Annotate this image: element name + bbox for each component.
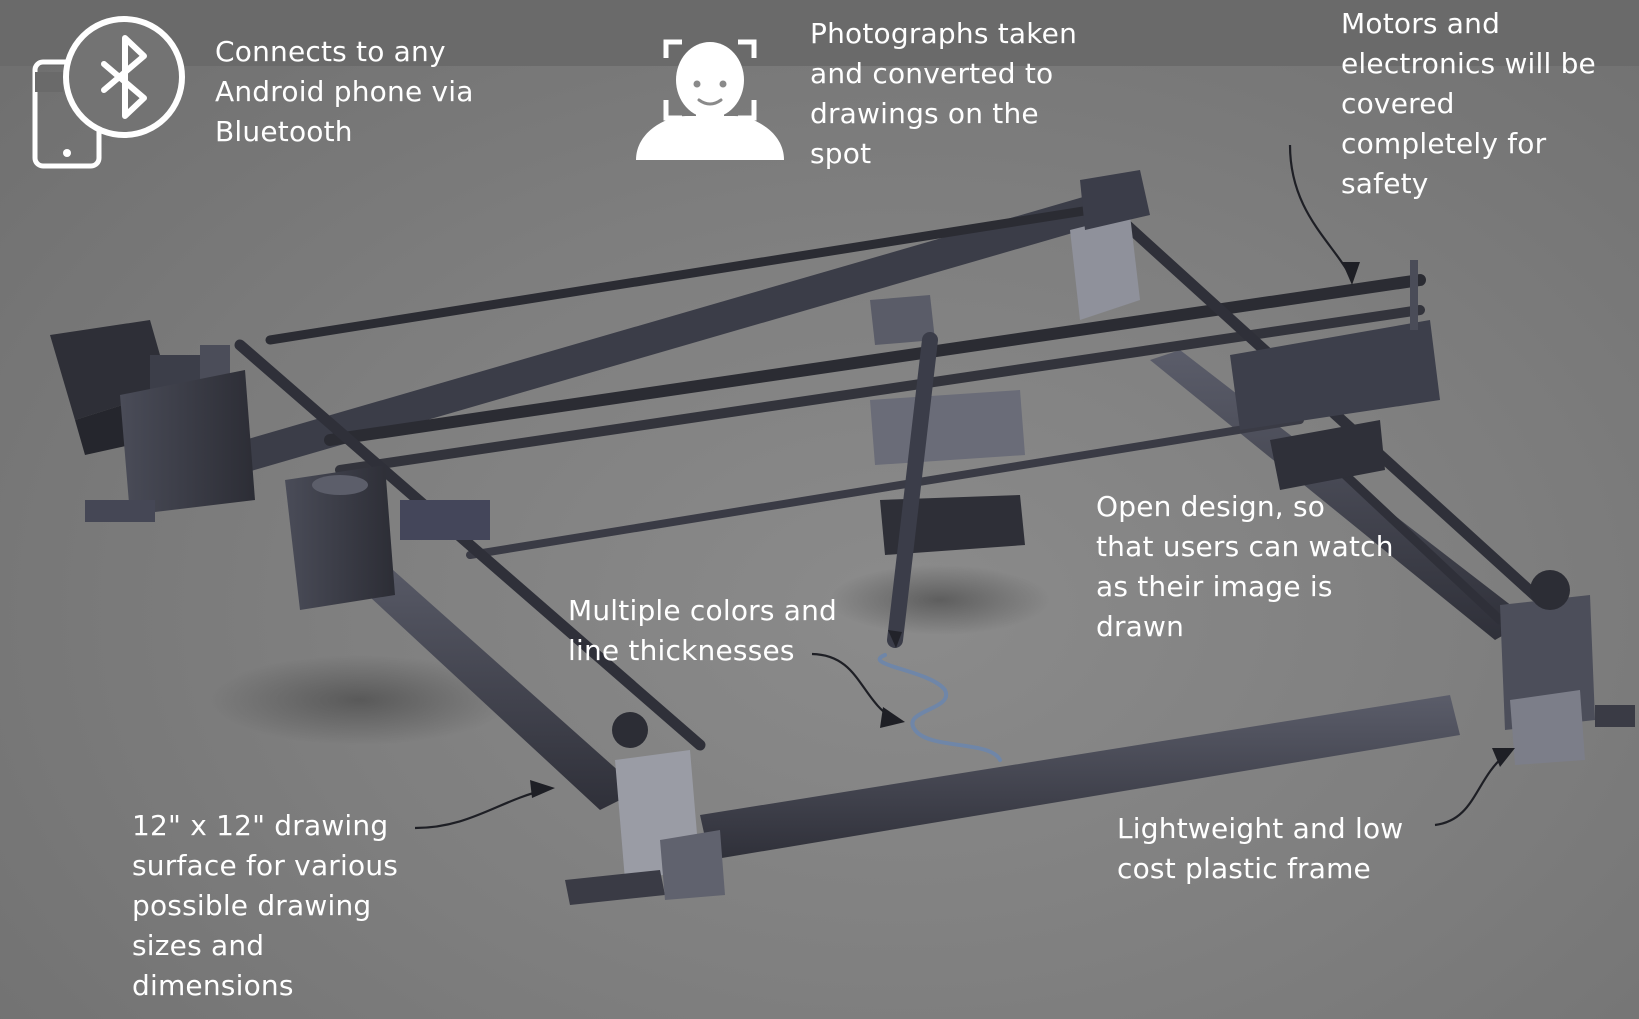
label-motors-line: covered: [1341, 87, 1455, 120]
arrow-surface: [414, 788, 546, 830]
label-surface: 12" x 12" drawing surface for various po…: [132, 806, 398, 1006]
corner-block-front-left: [565, 712, 725, 905]
bluetooth-phone-icon: [32, 16, 185, 169]
label-colors: Multiple colors and line thicknesses: [568, 591, 837, 671]
label-photo-line: and converted to: [810, 57, 1054, 90]
label-surface-line: possible drawing: [132, 889, 372, 922]
label-motors: Motors and electronics will be covered c…: [1341, 4, 1596, 204]
face-scan-icon: [636, 39, 784, 160]
stepper-motor-left: [50, 320, 255, 522]
frame-left-rail: [330, 545, 640, 810]
label-photo-line: spot: [810, 137, 872, 170]
arrow-head-frame: [1492, 748, 1515, 767]
stepper-motor-front: [285, 465, 490, 610]
label-bluetooth-line: Android phone via: [215, 75, 474, 108]
label-surface-line: 12" x 12" drawing: [132, 809, 389, 842]
arrow-frame: [1434, 754, 1506, 827]
label-colors-line: line thicknesses: [568, 634, 795, 667]
label-bluetooth-line: Bluetooth: [215, 115, 353, 148]
corner-block-front-right: [1500, 570, 1635, 765]
rod-gantry-top: [324, 274, 1426, 446]
arrow-head-motors: [1342, 262, 1360, 285]
arrow-heads: [530, 262, 1515, 798]
label-surface-line: surface for various: [132, 849, 399, 882]
label-open-design-line: Open design, so: [1096, 490, 1326, 523]
label-motors-line: completely for: [1341, 127, 1547, 160]
label-motors-line: Motors and: [1341, 7, 1501, 40]
label-open-design-line: as their image is: [1096, 570, 1333, 603]
frame-front-rail: [700, 695, 1460, 860]
label-bluetooth-line: Connects to any: [215, 35, 446, 68]
rod-back: [265, 205, 1095, 345]
label-frame-line: cost plastic frame: [1117, 852, 1371, 885]
label-bluetooth: Connects to any Android phone via Blueto…: [215, 32, 474, 152]
label-open-design-line: drawn: [1096, 610, 1185, 643]
label-surface-line: sizes and: [132, 929, 265, 962]
label-photo-line: Photographs taken: [810, 17, 1078, 50]
label-motors-line: electronics will be: [1341, 47, 1596, 80]
label-photo: Photographs taken and converted to drawi…: [810, 14, 1077, 174]
shadow-pen: [830, 565, 1050, 635]
arrow-head-colors: [880, 707, 905, 728]
pen-carriage: [870, 295, 1025, 648]
top-band: [0, 0, 1639, 66]
label-frame: Lightweight and low cost plastic frame: [1117, 809, 1403, 889]
label-photo-line: drawings on the: [810, 97, 1039, 130]
drawn-stroke: [877, 653, 1002, 762]
label-colors-line: Multiple colors and: [568, 594, 838, 627]
rod-gantry-low: [466, 416, 1304, 559]
rod-right-inner: [1335, 465, 1505, 625]
right-carriage: [1230, 260, 1440, 490]
arrow-head-surface: [530, 780, 555, 798]
arrow-motors: [1288, 144, 1351, 276]
label-open-design-line: that users can watch: [1096, 530, 1394, 563]
rod-gantry-mid: [335, 305, 1425, 475]
shadow-left: [210, 655, 510, 745]
label-open-design: Open design, so that users can watch as …: [1096, 487, 1394, 647]
rods: [234, 204, 1546, 751]
label-motors-line: safety: [1341, 167, 1429, 200]
label-surface-line: dimensions: [132, 969, 294, 1002]
rod-left: [234, 339, 706, 751]
bracket-back-right: [1070, 170, 1150, 320]
frame-back-rail: [210, 195, 1100, 480]
label-frame-line: Lightweight and low: [1117, 812, 1404, 845]
